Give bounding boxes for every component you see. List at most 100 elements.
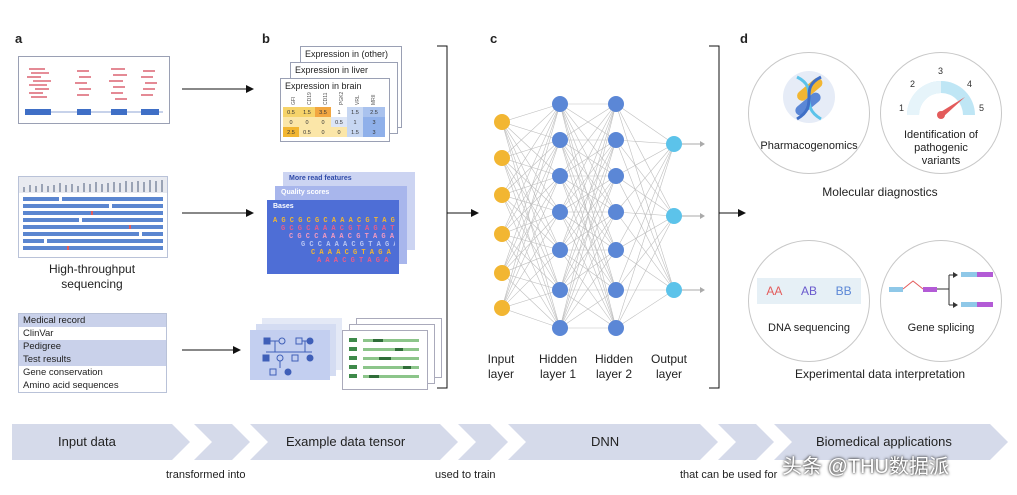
svg-text:0.5: 0.5 bbox=[287, 110, 295, 116]
svg-text:3: 3 bbox=[938, 66, 943, 76]
pharmacogenomics-circle: Pharmacogenomics bbox=[748, 52, 870, 174]
flow-step-dnn: DNN bbox=[591, 434, 620, 449]
connector-used-to-train: used to train bbox=[435, 469, 496, 481]
watermark: 头条 @THU数据派 bbox=[782, 456, 949, 478]
flow-step-data-tensor: Example data tensor bbox=[286, 434, 406, 449]
nn-edge bbox=[501, 103, 561, 196]
nn-edge bbox=[559, 103, 617, 291]
alignment-graphic bbox=[19, 177, 167, 250]
hidden1-node bbox=[552, 132, 568, 148]
svg-text:0: 0 bbox=[289, 120, 292, 126]
svg-text:2.5: 2.5 bbox=[370, 110, 378, 116]
panel-letter-a: a bbox=[15, 31, 23, 46]
nn-edge bbox=[559, 103, 617, 251]
svg-text:0.5: 0.5 bbox=[335, 120, 343, 126]
svg-text:3.5: 3.5 bbox=[319, 110, 327, 116]
sequencing-label: High-throughput sequencing bbox=[48, 262, 136, 291]
record-item: Medical record bbox=[19, 314, 166, 327]
svg-text:0: 0 bbox=[305, 120, 308, 126]
nn-edge bbox=[615, 103, 675, 145]
nn-edge bbox=[559, 175, 617, 251]
svg-text:1: 1 bbox=[899, 103, 904, 113]
record-item: ClinVar bbox=[19, 327, 166, 340]
pedigree-graphic bbox=[262, 337, 314, 376]
svg-text:A G C G C G C A A A C G T A G: A G C G C G C A A A C G T A G A T C bbox=[273, 217, 395, 225]
neural-network-diagram bbox=[494, 96, 705, 336]
nn-edge bbox=[501, 175, 561, 196]
nn-edge bbox=[615, 143, 675, 291]
dna-sequencing-label: DNA sequencing bbox=[768, 322, 850, 334]
svg-text:C A A A C G T A G A: C A A A C G T A G A bbox=[311, 249, 392, 257]
nn-edge bbox=[559, 175, 617, 329]
gauge-icon: 1 2 3 4 5 bbox=[899, 66, 984, 119]
pathogenic-variants-label: Identification of pathogenic variants bbox=[904, 129, 978, 167]
base-letters-graphic: A G C G C G C A A A C G T A G A T C G C … bbox=[273, 217, 395, 265]
col-header: CD19 bbox=[307, 92, 313, 105]
pathogenic-variants-circle: 1 2 3 4 5 Identification of pathogenic v… bbox=[880, 52, 1002, 174]
svg-text:2.5: 2.5 bbox=[287, 130, 295, 136]
nn-output-arrowhead bbox=[700, 141, 705, 147]
nn-edge bbox=[559, 103, 617, 177]
output-node bbox=[666, 208, 682, 224]
col-header: MRII bbox=[371, 94, 377, 105]
nn-edge bbox=[559, 103, 617, 141]
nn-edge bbox=[501, 103, 561, 309]
hidden1-node bbox=[552, 96, 568, 112]
svg-text:3: 3 bbox=[372, 120, 375, 126]
flow-step-applications: Biomedical applications bbox=[816, 434, 952, 449]
nn-edge bbox=[501, 157, 561, 213]
record-item: Gene conservation bbox=[19, 366, 166, 379]
gauge-needle-icon bbox=[939, 97, 965, 117]
input-layer-label: Input layer bbox=[487, 352, 515, 381]
svg-text:0: 0 bbox=[337, 130, 340, 136]
input-node bbox=[494, 300, 510, 316]
hidden1-node bbox=[552, 320, 568, 336]
hidden2-node bbox=[608, 168, 624, 184]
nn-edge bbox=[615, 211, 675, 217]
col-header: GFI bbox=[291, 97, 297, 105]
pedigree-sheet bbox=[250, 330, 330, 380]
hidden1-node bbox=[552, 168, 568, 184]
nn-edge bbox=[615, 289, 675, 329]
nn-edge bbox=[615, 215, 675, 329]
panel-letter-d: d bbox=[740, 31, 748, 46]
dna-pill-icon bbox=[783, 71, 835, 123]
protein-sheet bbox=[342, 330, 428, 390]
nn-edge bbox=[501, 103, 561, 159]
nn-edge bbox=[501, 233, 561, 329]
record-list: Medical record ClinVar Pedigree Test res… bbox=[18, 313, 167, 393]
nn-edge bbox=[615, 249, 675, 291]
nn-edge bbox=[501, 103, 561, 235]
hidden1-node bbox=[552, 282, 568, 298]
nn-edge bbox=[615, 143, 675, 251]
hidden-layer-1-label: Hidden layer 1 bbox=[538, 352, 578, 381]
hidden2-node bbox=[608, 282, 624, 298]
more-read-features-label: More read features bbox=[289, 175, 352, 182]
experimental-interpretation-label: Experimental data interpretation bbox=[794, 367, 966, 381]
nn-edge bbox=[615, 143, 675, 213]
record-item: Test results bbox=[19, 353, 166, 366]
expression-other-label: Expression in (other) bbox=[305, 49, 389, 59]
nn-edge bbox=[501, 211, 561, 235]
col-header: VRL bbox=[355, 95, 361, 105]
svg-text:1: 1 bbox=[353, 120, 356, 126]
svg-text:1.5: 1.5 bbox=[303, 110, 311, 116]
genotype-ab: AB bbox=[800, 284, 817, 298]
protein-alignment-graphic bbox=[349, 338, 419, 378]
nn-output-arrowhead bbox=[700, 213, 705, 219]
flow-bar bbox=[12, 424, 1008, 460]
nn-edge bbox=[501, 139, 561, 235]
panel-letter-b: b bbox=[262, 31, 270, 46]
genotype-aa: AA bbox=[766, 284, 783, 298]
panel-letter-c: c bbox=[490, 31, 498, 46]
svg-text:C G C C A A A C G T A G A: C G C C A A A C G T A G A bbox=[289, 233, 395, 241]
svg-text:3: 3 bbox=[372, 130, 375, 136]
nn-edge bbox=[501, 175, 561, 309]
flow-step-shape bbox=[12, 424, 190, 460]
quality-scores-label: Quality scores bbox=[281, 189, 330, 196]
hidden2-node bbox=[608, 242, 624, 258]
svg-text:5: 5 bbox=[979, 103, 984, 113]
hidden2-node bbox=[608, 204, 624, 220]
nn-edge bbox=[615, 139, 675, 145]
nn-edge bbox=[615, 139, 675, 291]
